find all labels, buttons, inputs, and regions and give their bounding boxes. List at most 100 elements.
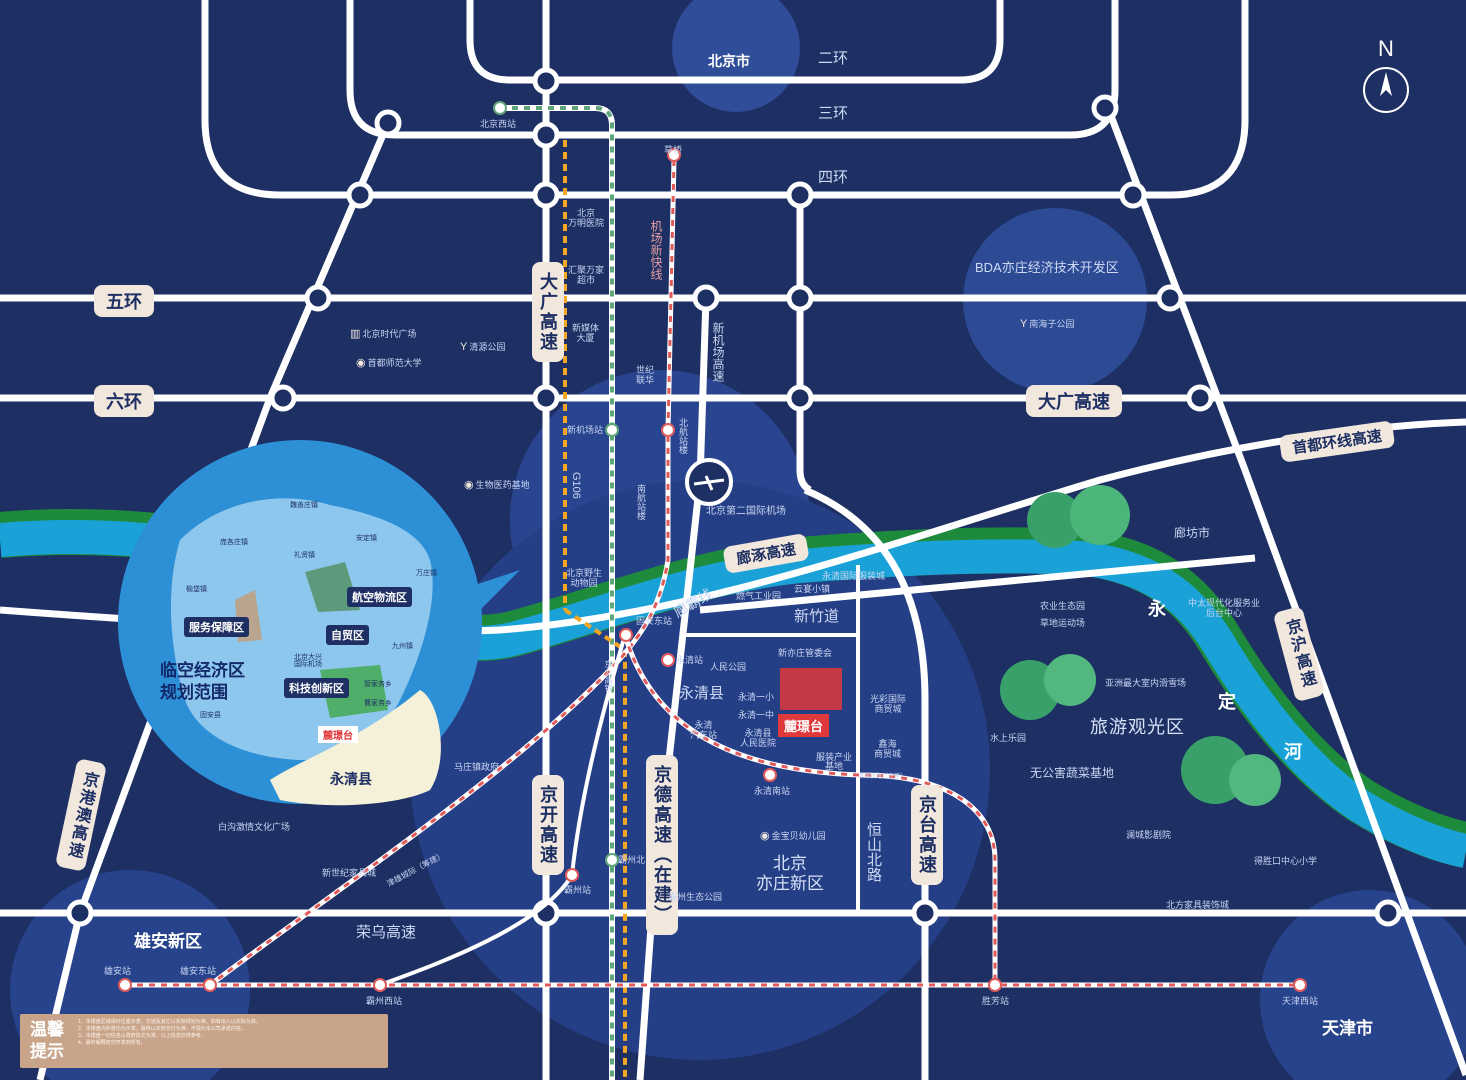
poi-huiju: 汇聚万家 超市 xyxy=(568,265,605,286)
school-icon: ◉ xyxy=(356,357,366,369)
poi-bazhoupark: 霸州生态公园 xyxy=(668,892,723,902)
inset-map xyxy=(118,440,520,806)
junction xyxy=(911,899,939,927)
rongwu-label: 荣乌高速 xyxy=(356,924,417,941)
ring-roads xyxy=(0,0,1466,917)
jingjiu-station-markers xyxy=(493,101,619,867)
junction xyxy=(269,384,297,412)
north-label: N xyxy=(1378,36,1394,61)
poi-guanweihui: 新亦庄管委会 xyxy=(778,648,833,658)
poi-guangcai: 光彩国际 商贸城 xyxy=(870,694,907,715)
station-guanandong: 固安东站 xyxy=(636,616,673,626)
poi-mazhuang: 马庄镇政府 xyxy=(454,762,500,772)
poi-fuzhuangcheng: 永清国际服装城 xyxy=(822,571,886,581)
poi-nongye: 农业生态园 xyxy=(1040,601,1086,611)
junction xyxy=(692,284,720,312)
tree-icon: Y xyxy=(460,341,468,353)
station-xiongan: 雄安站 xyxy=(104,966,132,976)
junction xyxy=(1156,284,1184,312)
river-char-2: 定 xyxy=(1218,692,1237,712)
station-dot xyxy=(661,423,675,437)
poi-yiyixiao: 永清一小 xyxy=(738,692,775,702)
notice-line: 1、本楼盘区域相对位置示意，交通及其它以实际规划为准，如有出入以实际为准。 xyxy=(78,1019,261,1025)
poi-label: 首都师范大学 xyxy=(367,358,422,368)
station-nanhang: 南航站楼 xyxy=(636,484,646,520)
jingjiu-rail-dash xyxy=(500,106,614,1080)
new-airport-road-label: 新机场高速 xyxy=(711,322,725,382)
project-badge: 麓璟台 xyxy=(778,714,830,737)
poi-shiji: 世纪 联华 xyxy=(636,365,655,386)
station-dot xyxy=(565,868,579,882)
notice-title: 温馨 提示 xyxy=(30,1020,64,1061)
notice-line: 3、本楼盘一切信息以政府批文为准，以上信息仅供参考。 xyxy=(78,1033,206,1039)
jingde-badge: 京德高速（在建） xyxy=(646,755,678,935)
junction xyxy=(786,284,814,312)
project-buildings-icon xyxy=(780,668,842,710)
poi-caodi: 草地运动场 xyxy=(1040,618,1086,628)
poi-qichezhan: 永清 汽车站 xyxy=(690,720,718,741)
inset-project-badge: 麓璟台 xyxy=(318,726,358,743)
river-char-1: 永 xyxy=(1148,599,1167,619)
plane-glyph xyxy=(693,475,725,491)
poi-renmin: 人民公园 xyxy=(710,662,747,672)
inset-yongqing xyxy=(270,690,441,806)
station-dot xyxy=(988,978,1002,992)
jinghu-road xyxy=(1101,98,1466,1077)
langfang-label: 廊坊市 xyxy=(1174,526,1211,540)
xinzhudao-label: 新竹道 xyxy=(794,608,840,625)
junctions xyxy=(66,67,1402,927)
tree-icon xyxy=(1070,485,1130,545)
station-xinjichang: 新机场站 xyxy=(567,425,604,435)
poi-lancheng: 澜城影剧院 xyxy=(1126,830,1172,840)
junction xyxy=(1091,94,1119,122)
station-markers xyxy=(118,148,1307,992)
poi-label: 生物医药基地 xyxy=(475,480,530,490)
junction xyxy=(532,67,560,95)
poi-jinbaobei: ◉金宝贝幼儿园 xyxy=(760,830,826,843)
station-dot xyxy=(493,101,507,115)
poi-baigou: 白沟激情文化广场 xyxy=(218,822,291,832)
bda-label: BDA亦庄经济技术开发区 xyxy=(975,260,1119,275)
inset-town-guanjia: 管家务乡 xyxy=(364,681,392,688)
inset-town-lixian: 礼贤镇 xyxy=(294,552,315,559)
g106-label: G106 xyxy=(570,472,582,499)
station-bazhou: 霸州站 xyxy=(564,885,592,895)
notice-lines: 1、本楼盘区域相对位置示意，交通及其它以实际规划为准，如有出入以实际为准。 2、… xyxy=(78,1019,382,1047)
poi-yunyan: 云宴小镇 xyxy=(794,584,831,594)
jingjiu-label: 京九高铁 xyxy=(604,660,613,692)
inset-town-wanzhuang: 万庄镇 xyxy=(416,570,437,577)
junction xyxy=(532,181,560,209)
inset-town-airport: 北京大兴 国际机场 xyxy=(294,654,322,668)
tree-icon xyxy=(1044,654,1096,706)
tree-icon xyxy=(1229,754,1281,806)
poi-yiyuan: 永清县 人民医院 xyxy=(740,728,777,749)
poi-desheng: 得胜口中心小学 xyxy=(1254,856,1318,866)
tree-clusters xyxy=(1000,485,1281,806)
station-dot xyxy=(605,853,619,867)
inset-town-yufa: 榆垡镇 xyxy=(186,586,207,593)
river-char-3: 河 xyxy=(1284,742,1303,762)
daguang-badge-v: 大广高速 xyxy=(532,262,564,362)
poi-shuishang: 水上乐园 xyxy=(990,733,1027,743)
inset-hangkong: 航空物流区 xyxy=(347,587,412,607)
junction xyxy=(374,109,402,137)
station-dot xyxy=(118,978,132,992)
ring-2 xyxy=(466,0,1004,84)
junction xyxy=(1186,384,1214,412)
ring-4-label: 四环 xyxy=(818,169,849,186)
ring-2-label: 二环 xyxy=(818,50,849,67)
tree-icon: Y xyxy=(1020,318,1028,330)
ring-4 xyxy=(201,0,1249,199)
station-beijingxi: 北京西站 xyxy=(480,119,517,129)
ring-6-badge: 六环 xyxy=(94,385,154,417)
inset-keji: 科技创新区 xyxy=(284,678,349,698)
xiongan-label: 雄安新区 xyxy=(134,932,202,951)
daguang-badge-h: 大广高速 xyxy=(1026,385,1122,417)
school-icon: ◉ xyxy=(760,830,770,842)
lvyou-label: 旅游观光区 xyxy=(1090,717,1185,737)
ring-5-badge: 五环 xyxy=(94,285,154,317)
inset-town-pangge: 庞各庄镇 xyxy=(220,539,248,546)
jinxiong-rail-dash xyxy=(623,634,997,985)
